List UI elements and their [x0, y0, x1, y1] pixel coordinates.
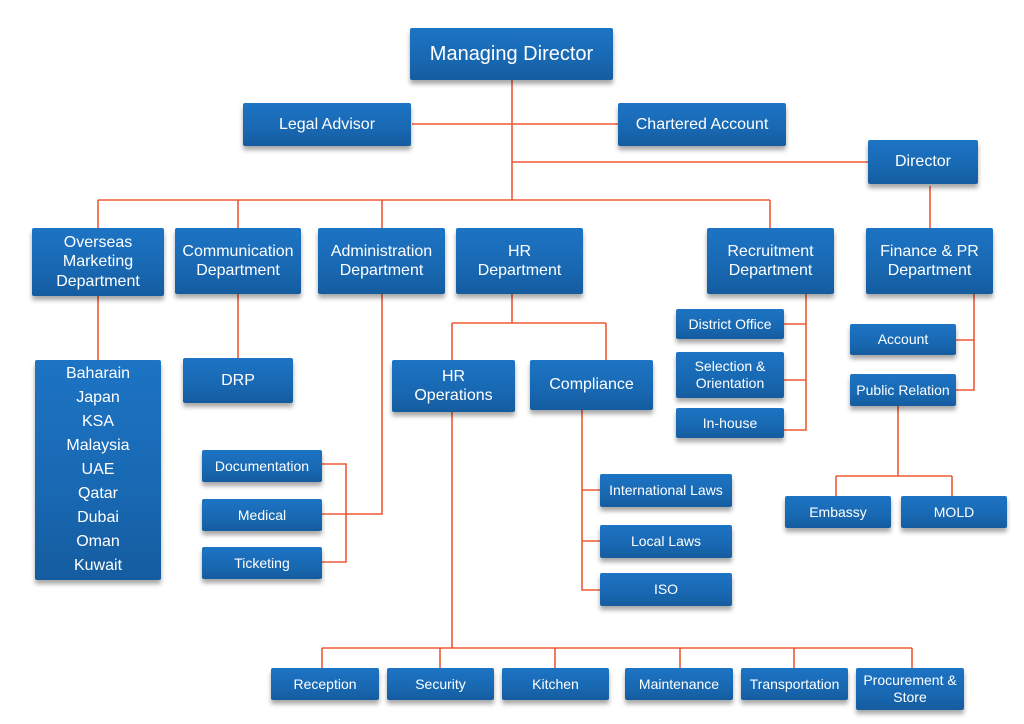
inhouse-box[interactable]: In-house: [676, 408, 784, 438]
international-laws-label: International Laws: [609, 482, 723, 499]
local-laws-label: Local Laws: [630, 533, 702, 550]
connector-administration-spine: [322, 294, 383, 515]
mold-label: MOLD: [933, 503, 975, 520]
procurement-store-line-1: Procurement &: [863, 672, 957, 689]
finance-department-line-2: Department: [887, 262, 972, 279]
kitchen-box[interactable]: Kitchen: [502, 668, 609, 700]
international-laws-box[interactable]: International Laws: [600, 474, 732, 507]
director-box[interactable]: Director: [868, 140, 978, 184]
local-laws-box[interactable]: Local Laws: [600, 525, 732, 558]
connector-operations-drops: [321, 648, 913, 668]
documentation-box[interactable]: Documentation: [202, 450, 322, 482]
medical-box[interactable]: Medical: [202, 499, 322, 531]
country-item: Japan: [76, 389, 120, 406]
hr-department-line-2: Department: [477, 262, 562, 279]
embassy-box[interactable]: Embassy: [785, 496, 891, 528]
selection-orientation-line-2: Orientation: [695, 375, 765, 391]
compliance-label: Compliance: [549, 376, 634, 394]
iso-label: ISO: [653, 581, 679, 598]
connector-hr-bus: [451, 294, 607, 360]
chartered-account-label: Chartered Account: [635, 115, 769, 133]
overseas-department-box[interactable]: Overseas Marketing Department: [32, 228, 164, 296]
drp-box[interactable]: DRP: [183, 358, 293, 403]
selection-orientation-line-1: Selection &: [694, 358, 766, 375]
inhouse-label: In-house: [702, 414, 758, 431]
procurement-store-line-2: Store: [893, 689, 927, 705]
ticketing-label: Ticketing: [234, 554, 290, 571]
connector-admin-bracket: [322, 463, 347, 563]
connector-finance-spine: [956, 294, 975, 391]
overseas-department-line-2: Marketing: [62, 253, 134, 271]
hr-operations-box[interactable]: HR Operations: [392, 360, 515, 412]
hr-operations-line-2: Operations: [414, 387, 493, 404]
kitchen-label: Kitchen: [532, 675, 579, 692]
embassy-label: Embassy: [809, 503, 867, 520]
legal-advisor-box[interactable]: Legal Advisor: [243, 103, 411, 146]
finance-department-line-1: Finance & PR: [880, 242, 979, 260]
managing-director-label: Managing Director: [429, 43, 594, 65]
communication-department-line-1: Communication: [182, 242, 294, 260]
connector-recruitment-spine: [784, 294, 807, 431]
medical-label: Medical: [237, 506, 287, 523]
overseas-department-line-1: Overseas: [63, 234, 133, 252]
connector-pr-spine: [835, 406, 953, 496]
country-item: KSA: [81, 413, 114, 430]
transportation-label: Transportation: [749, 675, 840, 692]
communication-department-box[interactable]: Communication Department: [175, 228, 301, 294]
director-label: Director: [894, 153, 951, 171]
country-item: Oman: [76, 533, 120, 550]
maintenance-label: Maintenance: [638, 675, 720, 692]
country-item: UAE: [81, 461, 115, 478]
district-office-box[interactable]: District Office: [676, 309, 784, 339]
legal-advisor-label: Legal Advisor: [278, 115, 376, 133]
overseas-countries-box[interactable]: Baharain Japan KSA Malaysia UAE Qatar Du…: [35, 360, 161, 580]
managing-director-box[interactable]: Managing Director: [410, 28, 613, 80]
account-label: Account: [877, 331, 929, 348]
drp-label: DRP: [221, 371, 255, 389]
reception-box[interactable]: Reception: [271, 668, 379, 700]
public-relation-box[interactable]: Public Relation: [850, 374, 956, 406]
transportation-box[interactable]: Transportation: [741, 668, 848, 700]
security-box[interactable]: Security: [387, 668, 494, 700]
procurement-store-box[interactable]: Procurement & Store: [856, 668, 964, 710]
maintenance-box[interactable]: Maintenance: [625, 668, 733, 700]
mold-box[interactable]: MOLD: [901, 496, 1007, 528]
chartered-account-box[interactable]: Chartered Account: [618, 103, 786, 146]
hr-department-line-1: HR: [507, 242, 532, 260]
finance-department-box[interactable]: Finance & PR Department: [866, 228, 993, 294]
public-relation-label: Public Relation: [856, 381, 950, 398]
communication-department-line-2: Department: [196, 262, 280, 279]
administration-department-box[interactable]: Administration Department: [318, 228, 445, 294]
reception-label: Reception: [293, 675, 357, 692]
ticketing-box[interactable]: Ticketing: [202, 547, 322, 579]
selection-orientation-box[interactable]: Selection & Orientation: [676, 352, 784, 398]
country-item: Dubai: [77, 509, 119, 526]
recruitment-department-box[interactable]: Recruitment Department: [707, 228, 834, 294]
country-item: Malaysia: [66, 437, 130, 454]
country-item: Qatar: [77, 485, 118, 502]
account-box[interactable]: Account: [850, 324, 956, 355]
country-item: Baharain: [65, 365, 131, 382]
overseas-department-line-3: Department: [56, 272, 140, 290]
recruitment-department-line-1: Recruitment: [727, 242, 814, 260]
recruitment-department-line-2: Department: [728, 262, 813, 279]
administration-department-line-2: Department: [339, 262, 424, 279]
hr-operations-line-1: HR: [441, 367, 466, 385]
documentation-label: Documentation: [214, 457, 310, 474]
country-item: Kuwait: [73, 557, 123, 574]
administration-department-line-1: Administration: [330, 242, 433, 260]
hr-department-box[interactable]: HR Department: [456, 228, 583, 294]
connector-compliance-spine: [581, 410, 600, 591]
security-label: Security: [415, 675, 466, 692]
district-office-label: District Office: [688, 315, 772, 332]
iso-box[interactable]: ISO: [600, 573, 732, 606]
compliance-box[interactable]: Compliance: [530, 360, 653, 410]
